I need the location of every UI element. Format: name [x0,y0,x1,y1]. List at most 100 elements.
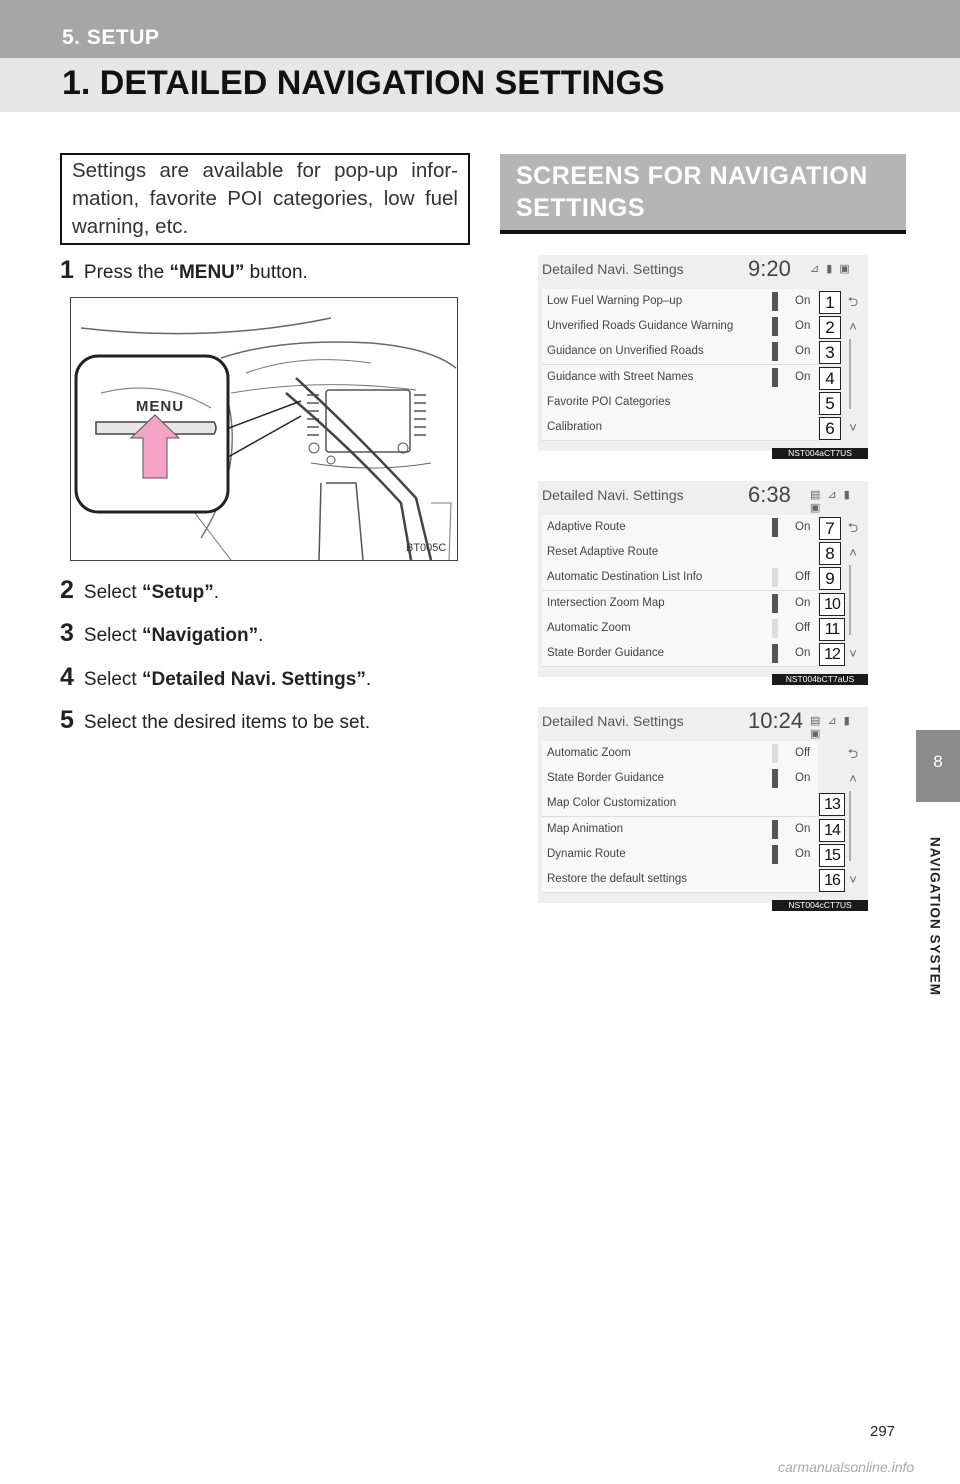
dashboard-drawing: MENU [74,317,457,561]
screen-title: Detailed Navi. Settings [542,261,684,277]
step-number: 4 [60,663,74,691]
step-text: Select the desired items to be set. [83,712,371,733]
scroll-up-icon[interactable]: ˄ [849,319,857,334]
setting-value: On [795,772,811,785]
step-text-end: button. [244,262,308,283]
step-number: 2 [60,576,74,604]
screen-code: NST004bCT7aUS [772,674,868,685]
settings-row[interactable]: Favorite POI Categories [542,389,818,416]
callout-number: 7 [819,517,841,540]
setting-label: Map Animation [547,822,624,835]
settings-row[interactable]: Guidance on Unverified Roads On [542,339,818,366]
setting-value: Off [795,621,811,634]
screen-title: Detailed Navi. Settings [542,713,684,729]
settings-row[interactable]: State Border Guidance On [542,766,818,793]
back-icon[interactable]: ⮌ [847,746,859,761]
step-keyword: “MENU” [169,262,245,283]
toggle-indicator [772,769,778,789]
back-icon[interactable]: ⮌ [847,294,859,309]
screen-clock: 6:38 [748,482,791,507]
setting-value: On [795,847,811,860]
settings-row[interactable]: Unverified Roads Guidance Warning On [542,314,818,341]
setting-value: On [795,521,811,533]
setting-value: On [795,320,811,333]
scroll-down-icon[interactable]: ˅ [849,646,857,661]
setting-value: On [795,345,811,358]
page-number: 297 [870,1423,896,1440]
setting-label: Unverified Roads Guidance Warning [547,320,734,333]
callout-number: 14 [819,818,845,842]
scrollbar[interactable] [849,339,851,409]
callout-number: 6 [819,417,841,440]
setting-value: On [795,370,811,383]
setting-label: Restore the default settings [547,873,687,885]
settings-row[interactable]: Calibration [542,415,818,441]
callout-number: 10 [819,592,845,616]
section-title-box: SCREENS FOR NAVIGATION SETTINGS [500,154,906,234]
illustration-code: BT005C [406,542,447,554]
callout-number: 5 [819,391,841,415]
step-text: Select [83,625,142,646]
settings-row[interactable]: Map Color Customization [542,791,818,818]
settings-row[interactable]: Reset Adaptive Route [542,540,818,567]
toggle-indicator [772,618,778,638]
toggle-indicator [772,644,778,663]
step-text-end: . [365,669,372,690]
callout-number: 3 [819,341,841,365]
screen-code: NST004aCT7US [772,448,868,459]
callout-number: 12 [819,643,845,666]
setting-label: Low Fuel Warning Pop–up [547,295,683,307]
setting-label: State Border Guidance [547,647,664,659]
callout-number: 2 [819,316,841,340]
callout-number: 4 [819,366,841,390]
scrollbar[interactable] [849,565,851,635]
step-text: Press the [83,262,170,283]
scroll-up-icon[interactable]: ˄ [849,771,857,786]
page-title: 1. DETAILED NAVIGATION SETTINGS [62,64,665,102]
menu-button-label: MENU [136,398,184,415]
scrollbar[interactable] [849,791,851,861]
chapter-number: 8 [933,752,943,771]
chapter-label: NAVIGATION SYSTEM [927,836,943,996]
back-icon[interactable]: ⮌ [847,520,859,535]
chapter-side-label: NAVIGATION SYSTEM [920,814,950,1034]
setting-value: Off [795,571,811,584]
scroll-down-icon[interactable]: ˅ [849,872,857,887]
step-number: 3 [60,619,74,647]
toggle-indicator [772,568,778,588]
section-header-bar: 5. SETUP [0,0,960,58]
scroll-up-icon[interactable]: ˄ [849,545,857,560]
intro-box: Settings are available for pop-up infor-… [60,153,470,245]
section-label: 5. SETUP [62,26,160,49]
callout-number: 15 [819,843,845,867]
setting-label: State Border Guidance [547,772,664,785]
callout-number: 8 [819,542,841,566]
toggle-indicator [772,593,778,613]
toggle-indicator [772,844,778,864]
setting-label: Guidance on Unverified Roads [547,345,704,358]
settings-row[interactable]: Restore the default settings [542,867,818,893]
setting-label: Calibration [547,421,602,433]
toggle-indicator [772,292,778,311]
callout-number: 11 [819,617,845,641]
status-icons: ▤ ⊿ ▮ ▣ [810,489,852,514]
scroll-down-icon[interactable]: ˅ [849,420,857,435]
watermark: carmanualsonline.info [778,1459,915,1475]
callout-number: 9 [819,567,841,591]
step-text: Select [83,669,142,690]
section-title: SCREENS FOR NAVIGATION SETTINGS [516,162,868,222]
